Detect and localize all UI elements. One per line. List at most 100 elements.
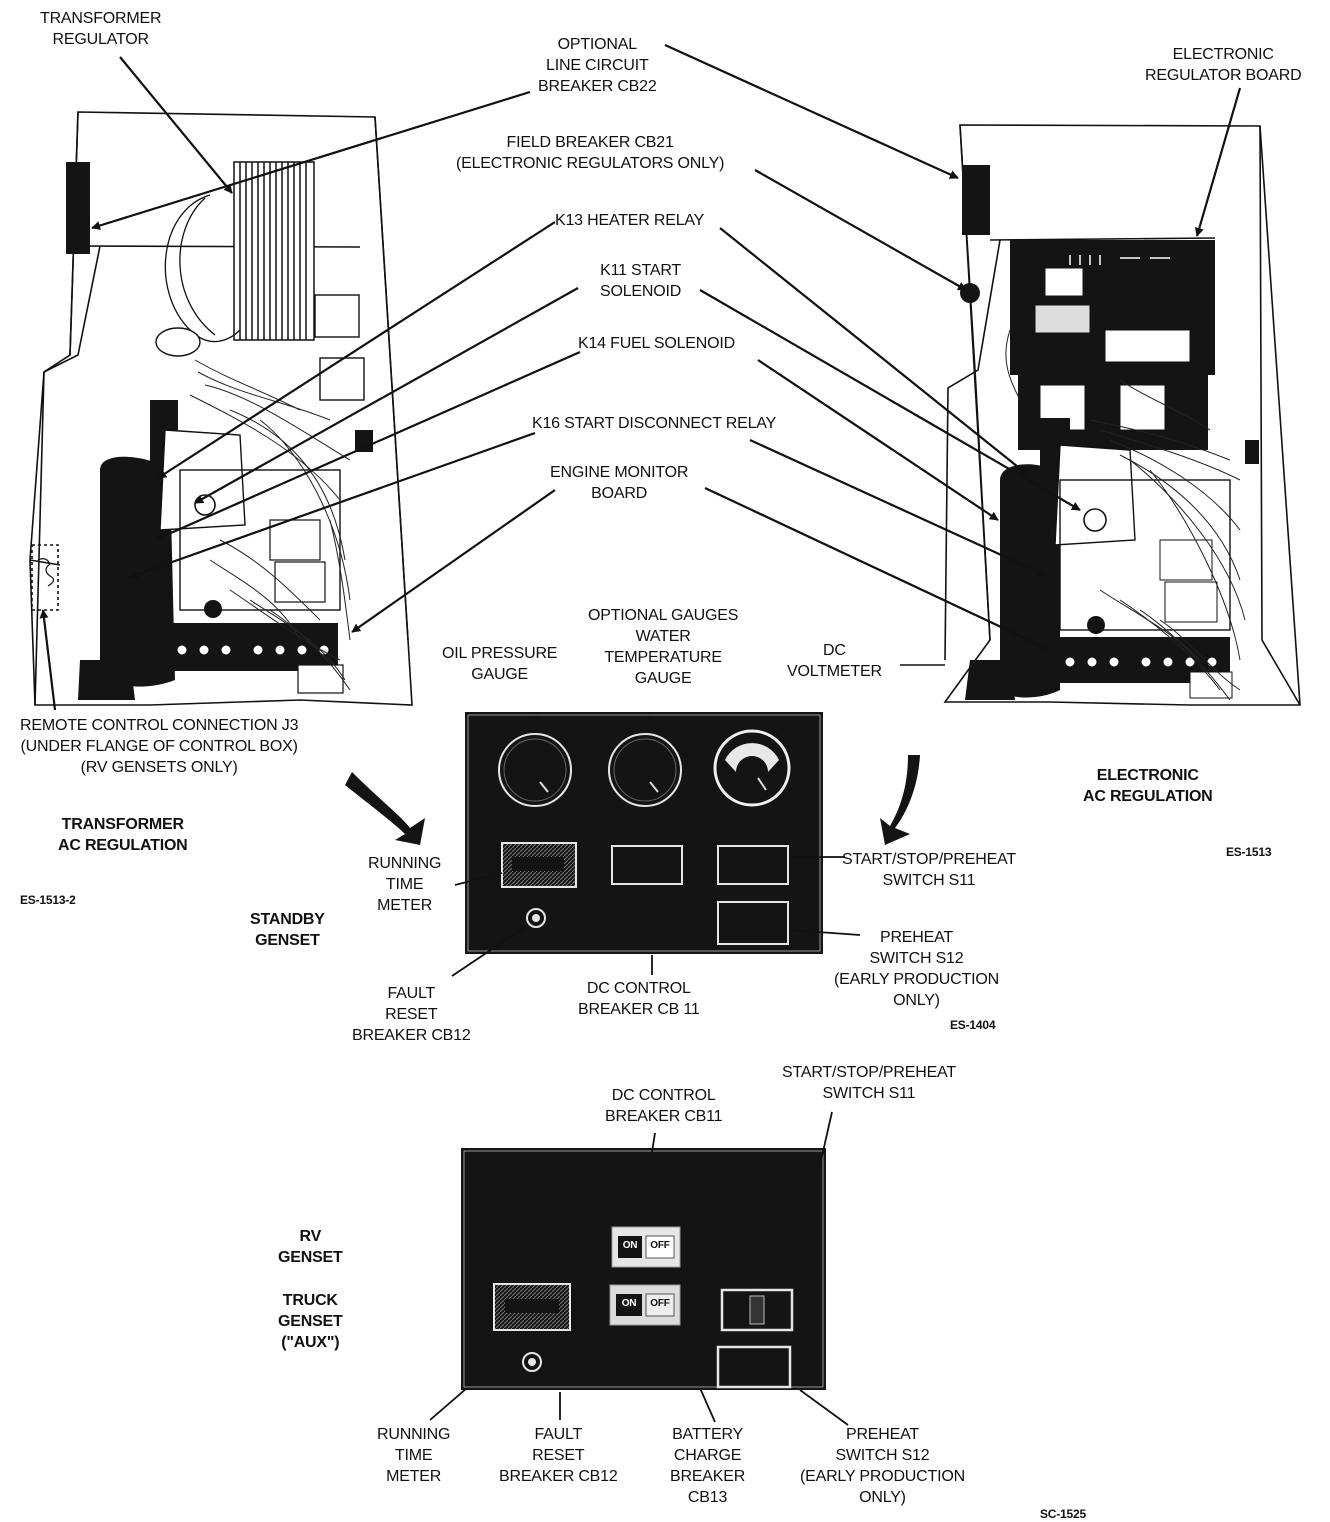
label-line: OPTIONAL GAUGES [588,607,739,624]
label-line: BREAKER CB22 [538,78,657,95]
label-line: TRUCK [282,1292,338,1309]
label-electronic-regulator-board: ELECTRONIC REGULATOR BOARD [1145,44,1302,86]
standby-preheat-switch [717,901,789,945]
label-line: (UNDER FLANGE OF CONTROL BOX) [20,738,298,755]
title-electronic-ac-regulation: ELECTRONIC AC REGULATION [1083,765,1213,807]
label-line: ONLY) [893,992,940,1009]
label-line: TIME [394,1447,433,1464]
label-line: K14 FUEL SOLENOID [578,335,735,352]
label-line: (ELECTRONIC REGULATORS ONLY) [456,155,725,172]
electronic-regulator-board [1010,240,1215,450]
label-line: STANDBY [250,911,325,928]
rv-dc-control-breaker-switch [611,1226,681,1268]
label-line: BREAKER CB12 [352,1027,471,1044]
label-line: ELECTRONIC [1096,767,1199,784]
title-standby-genset: STANDBY GENSET [250,909,325,951]
label-line: SWITCH S12 [869,950,964,967]
curved-arrow-left [345,772,425,845]
label-line: RESET [532,1447,585,1464]
label-fault-reset-standby: FAULT RESET BREAKER CB12 [352,983,471,1046]
title-transformer-ac-regulation: TRANSFORMER AC REGULATION [58,814,188,856]
label-line: CB13 [687,1489,728,1506]
label-line: RUNNING [377,1426,451,1443]
label-dc-control-rv: DC CONTROL BREAKER CB11 [605,1085,723,1127]
cb13-off-label: OFF [650,1298,670,1309]
label-line: TRANSFORMER [61,816,184,833]
cb11-off-label: OFF [650,1240,670,1251]
label-k14-fuel-solenoid: K14 FUEL SOLENOID [578,333,735,354]
label-line: AC REGULATION [58,837,188,854]
label-line: BREAKER CB11 [605,1108,723,1125]
standby-callout-lines [451,715,861,977]
transformer-coil [155,161,365,401]
left-cb22-block [66,162,90,254]
label-line: SOLENOID [600,283,682,300]
label-remote-control-j3: REMOTE CONTROL CONNECTION J3 (UNDER FLANG… [20,715,298,778]
oil-pressure-gauge [498,733,572,807]
right-cb22-block [962,165,990,235]
label-line: BREAKER [670,1468,746,1485]
standby-control-panel [465,712,823,954]
standby-fault-reset-knob [526,908,546,928]
callout-arrows-top [39,43,1242,711]
label-line: GENSET [278,1249,343,1266]
right-relay-assembly [965,329,1259,701]
label-line: ELECTRONIC [1172,46,1274,63]
label-line: START/STOP/PREHEAT [782,1064,956,1081]
label-line: SWITCH S11 [822,1085,916,1102]
label-line: RESET [385,1006,438,1023]
cb11-on-label: ON [622,1240,638,1251]
right-cb21-knob [960,283,980,303]
label-running-time-meter-rv: RUNNING TIME METER [377,1424,450,1487]
label-line: BREAKER CB12 [499,1468,618,1485]
label-line: GENSET [278,1313,343,1330]
label-line: GAUGE [634,670,692,687]
label-start-stop-rv: START/STOP/PREHEAT SWITCH S11 [782,1062,956,1104]
label-start-stop-standby: START/STOP/PREHEAT SWITCH S11 [842,849,1016,891]
figure-code-right: ES-1513 [1226,845,1272,859]
label-line: START/STOP/PREHEAT [842,851,1016,868]
dc-voltmeter-gauge [713,729,791,807]
figure-code-rv: SC-1525 [1040,1507,1086,1521]
label-line: METER [386,1468,442,1485]
label-optional-gauges: OPTIONAL GAUGES WATER TEMPERATURE GAUGE [588,605,738,689]
label-line: BATTERY [672,1426,743,1443]
figure-code-standby: ES-1404 [950,1018,996,1032]
label-line: VOLTMETER [787,663,882,680]
label-line: (RV GENSETS ONLY) [80,759,238,776]
label-line: DC CONTROL [611,1087,716,1104]
label-battery-charge-cb13: BATTERY CHARGE BREAKER CB13 [670,1424,745,1508]
label-line: REGULATOR BOARD [1145,67,1302,84]
label-line: BREAKER CB 11 [578,1001,700,1018]
label-line: ENGINE MONITOR [550,464,689,481]
label-line: REMOTE CONTROL CONNECTION J3 [20,717,299,734]
standby-dc-control-breaker [611,845,683,885]
label-line: (EARLY PRODUCTION [834,971,999,988]
rv-control-panel [461,1148,826,1390]
label-line: TEMPERATURE [604,649,722,666]
standby-start-stop-switch [717,845,789,885]
label-line: AC REGULATION [1083,788,1213,805]
label-line: SWITCH S11 [882,872,976,889]
cb13-on-label: ON [621,1298,637,1309]
rv-battery-charge-breaker-switch [609,1284,681,1326]
label-field-breaker-cb21: FIELD BREAKER CB21(ELECTRONIC REGULATORS… [456,132,724,174]
label-line: GENSET [255,932,320,949]
figure-code-left: ES-1513-2 [20,893,76,907]
label-line: FAULT [387,985,436,1002]
label-line: CHARGE [673,1447,742,1464]
label-line: WATER [635,628,691,645]
label-line: PREHEAT [845,1426,919,1443]
